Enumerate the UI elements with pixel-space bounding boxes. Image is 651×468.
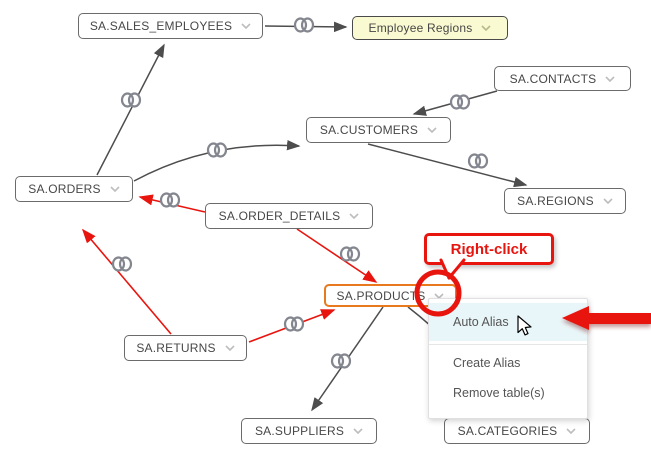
table-node-orders[interactable]: SA.ORDERS [15, 176, 133, 202]
table-label: SA.PRODUCTS [336, 288, 426, 303]
join-icon [283, 316, 305, 332]
join-icon [449, 94, 471, 110]
edge-orders-sales-employees [96, 43, 165, 176]
table-node-returns[interactable]: SA.RETURNS [124, 335, 247, 361]
chevron-down-icon[interactable] [353, 428, 363, 434]
join-icon [159, 192, 181, 208]
join-icon [206, 142, 228, 158]
join-icon [330, 353, 352, 369]
table-node-suppliers[interactable]: SA.SUPPLIERS [241, 418, 377, 444]
chevron-down-icon[interactable] [566, 428, 576, 434]
edge-returns-products [248, 309, 336, 343]
edge-order-details-products [296, 228, 378, 283]
edge-products-suppliers [311, 306, 384, 412]
menu-item-auto-alias[interactable]: Auto Alias [429, 303, 587, 341]
context-menu: Auto Alias Create Alias Remove table(s) [428, 298, 588, 419]
join-icon [120, 92, 142, 108]
table-node-order-details[interactable]: SA.ORDER_DETAILS [205, 203, 373, 229]
table-node-contacts[interactable]: SA.CONTACTS [494, 66, 631, 91]
chevron-down-icon[interactable] [349, 213, 359, 219]
alias-node-employee-regions[interactable]: Employee Regions [352, 16, 508, 40]
table-node-regions[interactable]: SA.REGIONS [504, 188, 626, 214]
table-label: SA.ORDERS [28, 182, 101, 196]
menu-separator [429, 344, 587, 345]
edge-contacts-customers [412, 90, 498, 116]
table-label: Employee Regions [368, 21, 473, 35]
menu-item-create-alias[interactable]: Create Alias [429, 348, 587, 378]
right-click-callout: Right-click [424, 233, 554, 265]
join-icon [293, 17, 315, 33]
table-label: SA.RETURNS [136, 341, 216, 355]
edge-orders-customers [133, 139, 301, 182]
callout-label: Right-click [450, 240, 528, 258]
table-label: SA.CUSTOMERS [319, 123, 419, 137]
table-node-sales-employees[interactable]: SA.SALES_EMPLOYEES [78, 13, 263, 39]
chevron-down-icon[interactable] [241, 23, 251, 29]
join-icon [467, 153, 489, 169]
join-icon [339, 246, 361, 262]
chevron-down-icon[interactable] [605, 75, 615, 82]
table-label: SA.CONTACTS [509, 71, 597, 86]
edge-returns-orders [81, 228, 172, 335]
edge-customers-regions [367, 143, 528, 188]
chevron-down-icon[interactable] [481, 25, 492, 31]
menu-item-label: Create Alias [453, 356, 521, 370]
chevron-down-icon[interactable] [603, 198, 613, 204]
table-label: SA.REGIONS [517, 194, 594, 208]
chevron-down-icon[interactable] [427, 127, 437, 133]
table-node-categories[interactable]: SA.CATEGORIES [444, 418, 590, 444]
join-icon [111, 256, 133, 272]
chevron-down-icon[interactable] [110, 186, 120, 192]
edge-order-details-orders [138, 194, 206, 213]
table-node-customers[interactable]: SA.CUSTOMERS [306, 117, 451, 143]
table-label: SA.ORDER_DETAILS [218, 209, 341, 223]
chevron-down-icon[interactable] [225, 345, 235, 351]
table-label: SA.SUPPLIERS [254, 424, 345, 438]
edge-sales-employees-employee-regions [264, 21, 348, 33]
menu-item-label: Remove table(s) [453, 386, 545, 400]
table-label: SA.SALES_EMPLOYEES [89, 19, 233, 33]
table-label: SA.CATEGORIES [457, 424, 558, 438]
menu-item-label: Auto Alias [453, 315, 509, 329]
menu-item-remove-tables[interactable]: Remove table(s) [429, 378, 587, 408]
